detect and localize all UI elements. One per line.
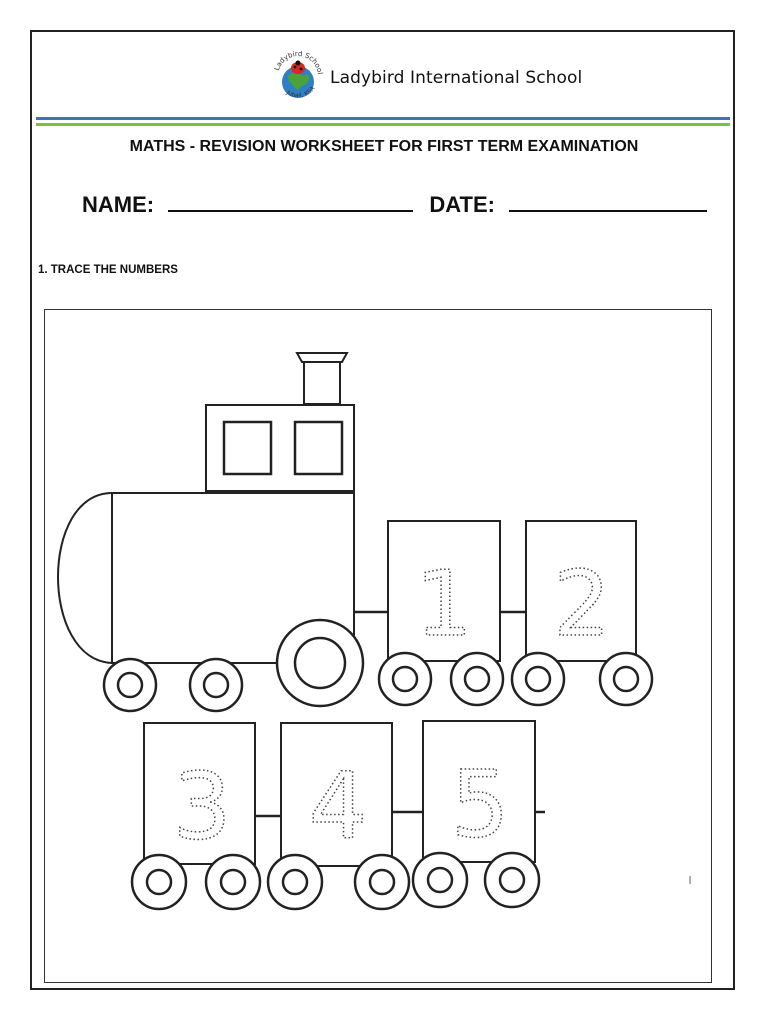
name-date-row: NAME: DATE:	[82, 192, 708, 218]
wheel	[483, 851, 541, 909]
cab-window-left	[222, 420, 273, 476]
trace-digit-1[interactable]: 1	[415, 551, 474, 658]
wheel	[188, 657, 244, 713]
wheel	[275, 618, 365, 708]
trace-digit-4[interactable]: 4	[308, 752, 368, 861]
wheel	[411, 851, 469, 909]
name-label: NAME:	[82, 192, 155, 217]
trace-digit-5[interactable]: 5	[450, 750, 510, 859]
wheel	[204, 853, 262, 911]
header-rule-blue	[36, 117, 730, 120]
wheel	[266, 853, 324, 911]
school-name: Ladybird International School	[330, 68, 583, 88]
wheel	[449, 651, 505, 707]
name-field[interactable]	[168, 192, 414, 212]
cab-window-right	[293, 420, 344, 476]
wheel	[102, 657, 158, 713]
wheels	[102, 618, 654, 911]
ladybird-icon	[291, 62, 305, 74]
wheel	[377, 651, 433, 707]
date-field[interactable]	[509, 192, 708, 212]
wagon-1	[387, 520, 501, 662]
worksheet-title: MATHS - REVISION WORKSHEET FOR FIRST TER…	[129, 138, 639, 155]
school-logo: Ladybird School Jubail, KSA	[273, 50, 324, 99]
wheel	[510, 651, 566, 707]
trace-digit-3[interactable]: 3	[172, 752, 232, 861]
engine-front-nose	[57, 492, 113, 664]
wheel	[130, 853, 188, 911]
header: Ladybird School Jubail, KSA Ladybird Int…	[0, 38, 768, 118]
train-activity-frame	[44, 309, 712, 983]
engine-chimney	[295, 352, 349, 405]
question-label: 1. TRACE THE NUMBERS	[38, 264, 178, 276]
engine-cab	[205, 404, 355, 492]
wagon-3	[143, 722, 256, 865]
couplers	[255, 610, 545, 818]
wagon-4	[280, 722, 393, 867]
wheel	[598, 651, 654, 707]
date-label: DATE:	[429, 192, 495, 217]
wheel	[353, 853, 411, 911]
wagon-5	[422, 720, 536, 863]
wagon-2	[525, 520, 637, 662]
page-border	[30, 30, 735, 990]
header-rule-green	[36, 123, 730, 126]
trace-digit-2[interactable]: 2	[553, 551, 612, 658]
